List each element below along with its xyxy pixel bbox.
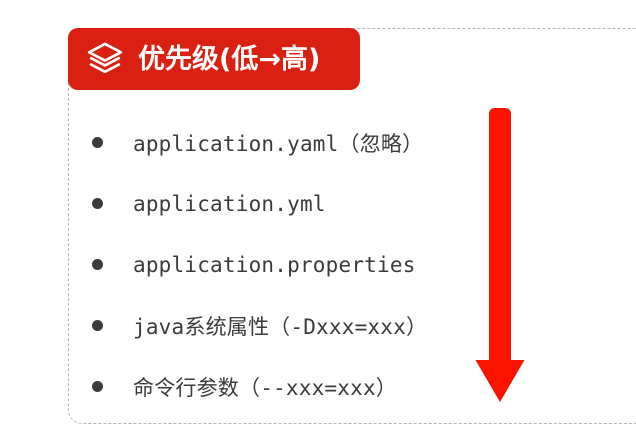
list-item: 命令行参数（--xxx=xxx） [92, 356, 512, 417]
arrow-down-icon [475, 108, 525, 402]
list-item-label: 命令行参数（--xxx=xxx） [133, 375, 397, 400]
bullet-dot-icon [92, 381, 103, 392]
layers-stack-icon [87, 42, 123, 74]
bullet-dot-icon [92, 320, 103, 331]
list-item: application.yaml（忽略） [92, 112, 512, 173]
priority-header-title: 优先级(低→高) [138, 43, 321, 75]
priority-list: application.yaml（忽略） application.yml app… [92, 112, 512, 417]
list-item-label: application.yml [133, 191, 326, 216]
list-item-label: application.properties [133, 252, 416, 277]
bullet-dot-icon [92, 137, 103, 148]
bullet-dot-icon [92, 198, 103, 209]
bullet-dot-icon [92, 259, 103, 270]
list-item: application.properties [92, 234, 512, 295]
list-item-label: application.yaml（忽略） [133, 131, 424, 156]
priority-header-badge: 优先级(低→高) [68, 28, 360, 90]
list-item-label: java系统属性（-Dxxx=xxx） [133, 314, 428, 339]
list-item: application.yml [92, 173, 512, 234]
list-item: java系统属性（-Dxxx=xxx） [92, 295, 512, 356]
